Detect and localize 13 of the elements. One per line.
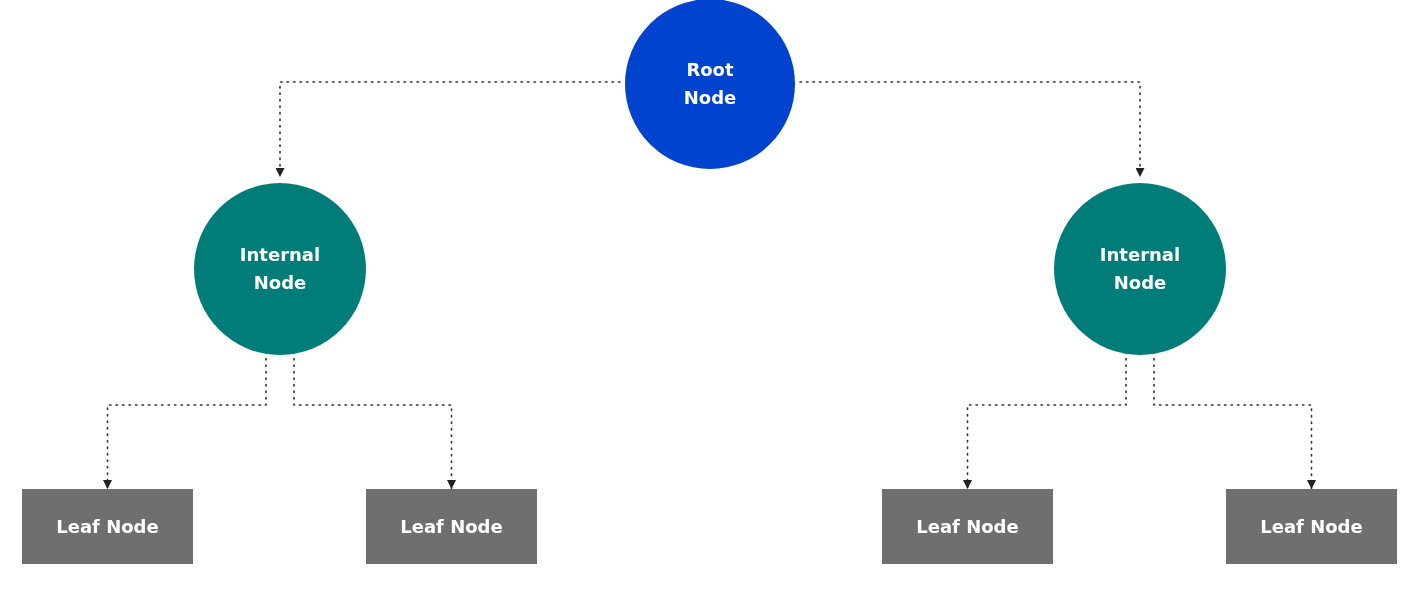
node-label: Root Node <box>682 58 738 110</box>
leaf-node-box <box>22 489 193 564</box>
node-label: Leaf Node <box>1260 514 1363 539</box>
node-label: Leaf Node <box>400 514 503 539</box>
node-label: Leaf Node <box>916 514 1019 539</box>
node-label: Leaf Node <box>56 514 159 539</box>
arrow <box>275 81 621 178</box>
node-label: Internal Node <box>1098 243 1182 295</box>
node-label: Internal Node <box>238 243 322 295</box>
leaf-node-box <box>1226 489 1397 564</box>
leaf-node-box <box>882 489 1053 564</box>
arrow <box>799 81 1145 178</box>
leaf-node-box <box>366 489 537 564</box>
